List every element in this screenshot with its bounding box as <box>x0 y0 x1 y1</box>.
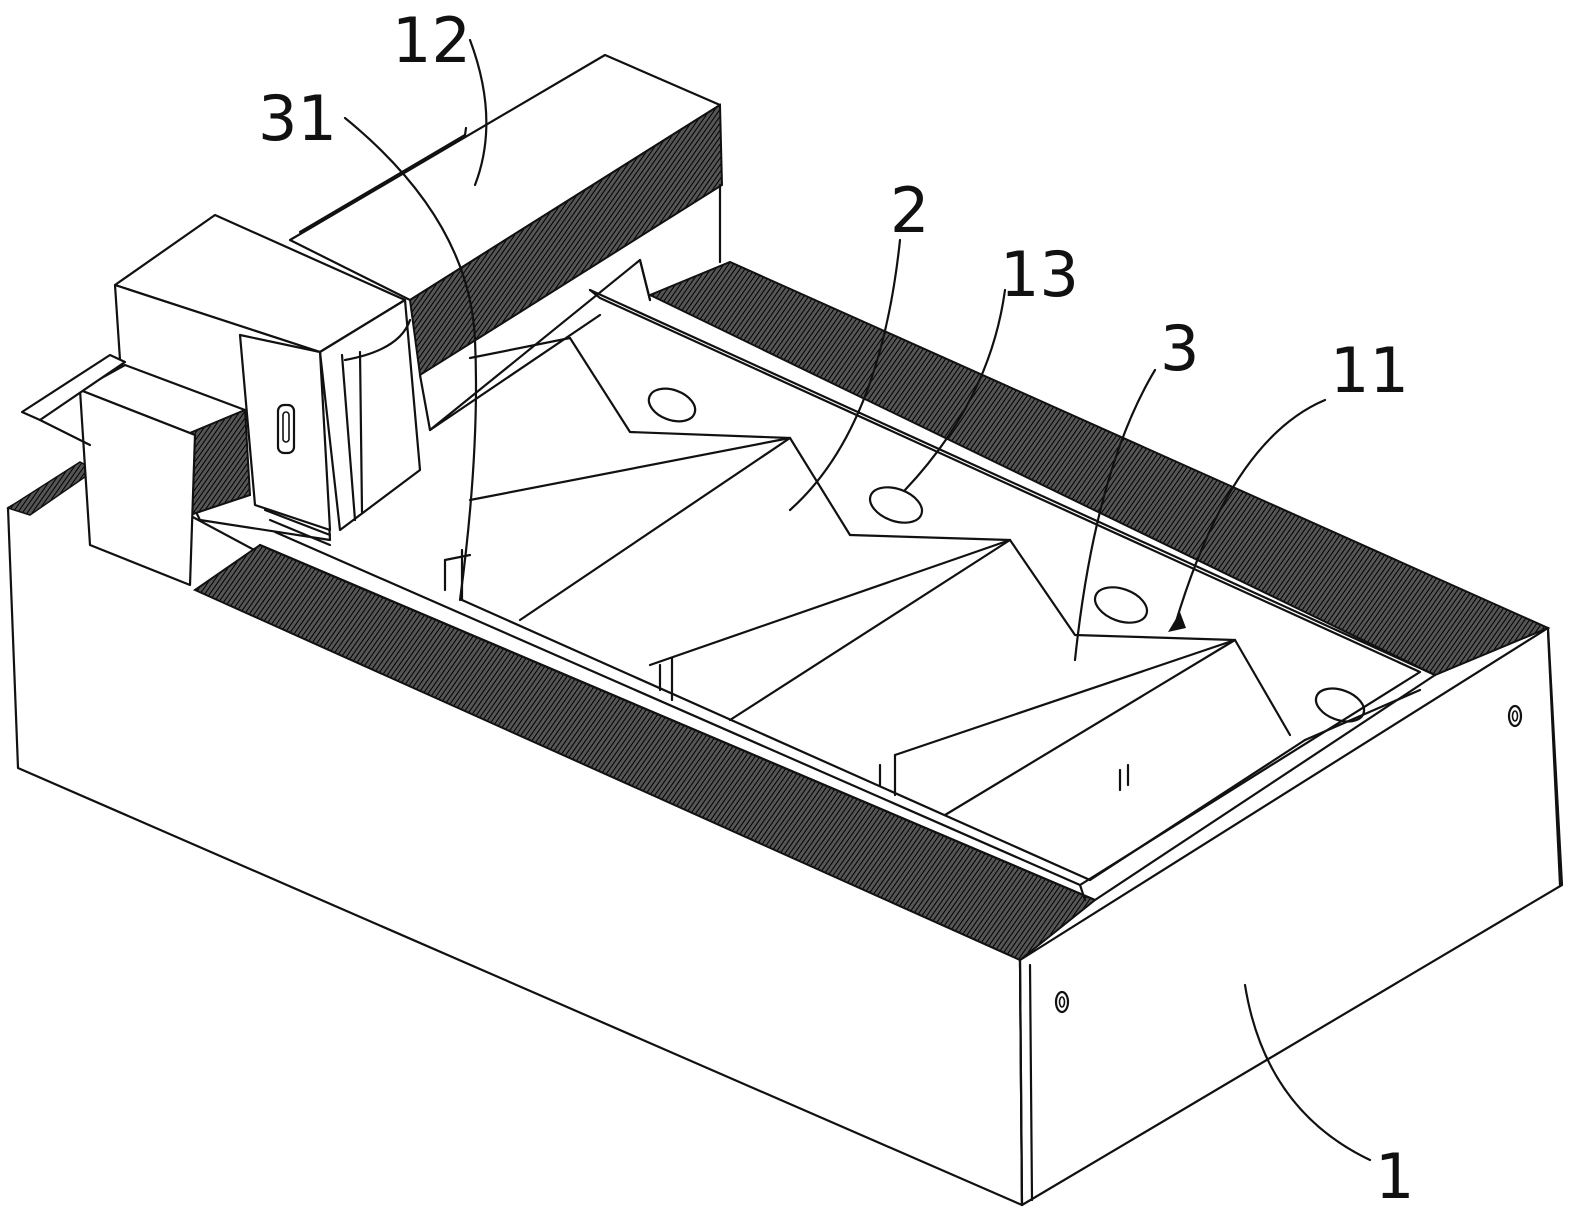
reference-labels: 12 31 2 13 3 11 1 <box>258 4 1414 1213</box>
label-1: 1 <box>1375 1140 1414 1213</box>
drain-hole <box>1314 687 1366 723</box>
bolt-icon <box>1507 704 1523 728</box>
back-rim <box>647 260 1551 677</box>
drain-hole <box>1093 586 1149 624</box>
label-3: 3 <box>1160 312 1199 385</box>
label-31: 31 <box>258 82 337 155</box>
window-icon <box>276 403 296 455</box>
gantry <box>288 53 724 432</box>
label-2: 2 <box>890 174 929 247</box>
arrow-icon <box>1168 612 1186 632</box>
ridges <box>443 336 1366 817</box>
leader-12 <box>468 38 488 187</box>
leader-1 <box>1243 983 1372 1162</box>
leader-11 <box>1173 398 1327 627</box>
leader-31 <box>343 116 478 602</box>
leader-3 <box>1073 368 1157 662</box>
base-right-face <box>1018 626 1564 1207</box>
leader-2 <box>788 238 902 512</box>
label-12: 12 <box>392 4 471 77</box>
bolt-icon <box>1054 990 1070 1014</box>
drain-hole <box>868 486 924 524</box>
drain-hole <box>647 387 697 423</box>
cutting-head <box>20 213 422 587</box>
label-11: 11 <box>1330 334 1409 407</box>
label-13: 13 <box>1000 238 1079 311</box>
leader-lines <box>343 38 1372 1162</box>
leader-13 <box>903 288 1007 492</box>
gantry-rack <box>408 103 724 377</box>
